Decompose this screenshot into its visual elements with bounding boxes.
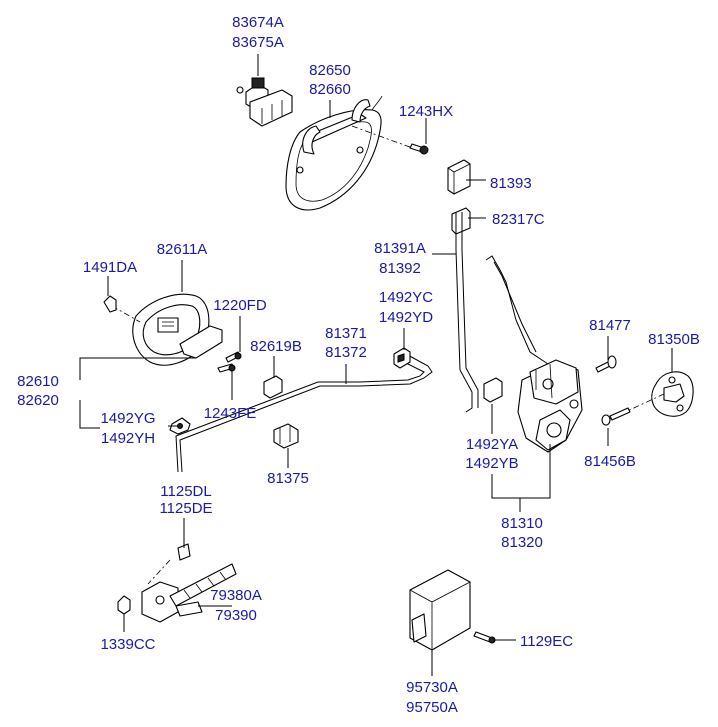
label-1243hx: 1243HX: [399, 103, 453, 120]
label-1220fd: 1220FD: [213, 297, 267, 314]
label-81393: 81393: [490, 175, 532, 192]
screw-1220fd-part: [225, 351, 242, 363]
inside-rod-81371-part: [175, 353, 433, 473]
outside-handle-clip-part: [236, 77, 293, 127]
clip-1492ya-part: [483, 377, 503, 403]
label-82317c: 82317C: [492, 211, 545, 228]
cover-82619b-part: [263, 375, 283, 399]
clip-1491da-part: [103, 295, 141, 323]
leader-lines: [79, 54, 673, 676]
clip-1492yc-part: [393, 347, 411, 369]
rod-81391a-part: [455, 212, 479, 413]
outside-door-handle-part: [285, 95, 383, 211]
label-81350b: 81350B: [648, 331, 700, 348]
door-checker-part: [141, 563, 237, 623]
screw-81477-part: [595, 355, 617, 373]
label-1339cc: 1339CC: [100, 636, 155, 653]
bolt-1125dl-part: [147, 543, 191, 585]
label-81456b: 81456B: [584, 453, 636, 470]
label-81375: 81375: [267, 470, 309, 487]
label-81477: 81477: [589, 317, 631, 334]
inside-handle-part: [132, 293, 223, 366]
label-82611a: 82611A: [157, 241, 208, 258]
latch-rod-part: [485, 255, 549, 365]
label-82619b: 82619B: [250, 338, 302, 355]
screw-1243fe-part: [217, 363, 236, 373]
label-1243fe: 1243FE: [204, 405, 257, 422]
module-95730a-part: [409, 569, 471, 651]
striker-81350b-part: [651, 371, 694, 417]
screw-81456b-part: [601, 393, 665, 426]
door-latch-part: [517, 359, 583, 453]
clip-81375-part: [273, 423, 299, 449]
label-1491da: 1491DA: [83, 259, 137, 276]
nut-1339cc-part: [117, 595, 131, 615]
label-1129ec: 1129EC: [520, 633, 573, 650]
screw-1243hx-part: [351, 125, 429, 155]
clip-1492yg-part: [169, 417, 191, 435]
cap-81393-part: [447, 159, 471, 195]
screw-1129ec-part: [473, 631, 496, 644]
bracket-82317c-part: [451, 207, 471, 235]
